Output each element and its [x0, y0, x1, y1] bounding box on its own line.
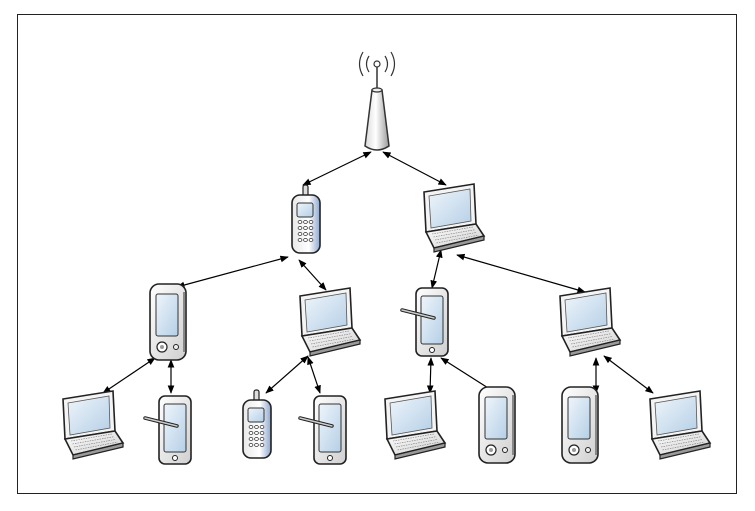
link-l2-laptop-a-to-l3-phone	[265, 355, 309, 394]
links-layer	[102, 151, 654, 394]
pda-icon	[561, 386, 599, 464]
pda-icon	[149, 283, 187, 361]
link-l1-phone-to-l2-pda-a	[176, 255, 289, 289]
nodes-layer	[62, 51, 712, 465]
link-ap-to-l1-phone	[302, 151, 372, 186]
cell-phone-icon	[242, 389, 272, 459]
link-l2-tablet-to-l3-laptop-b	[426, 357, 435, 394]
tablet-icon	[143, 395, 192, 465]
laptop-icon	[649, 390, 712, 460]
access-point-icon	[358, 51, 396, 151]
pda-icon	[478, 386, 516, 464]
link-l1-laptop-to-l2-tablet	[430, 249, 443, 289]
link-l2-pda-a-to-l3-laptop-a	[102, 357, 156, 394]
laptop-icon	[62, 390, 125, 460]
tablet-icon	[400, 287, 449, 357]
laptop-icon	[299, 287, 362, 357]
cell-phone-icon	[291, 184, 321, 254]
link-ap-to-l1-laptop	[382, 151, 447, 186]
tablet-icon	[298, 395, 347, 465]
laptop-icon	[559, 287, 622, 357]
laptop-icon	[384, 390, 447, 460]
link-l1-laptop-to-l2-laptop-b	[456, 253, 586, 294]
link-l2-laptop-b-to-l3-laptop-c	[603, 355, 654, 394]
link-l2-laptop-a-to-l3-tablet-b	[307, 356, 321, 394]
laptop-icon	[423, 183, 486, 253]
link-l1-phone-to-l2-laptop-a	[298, 259, 327, 291]
